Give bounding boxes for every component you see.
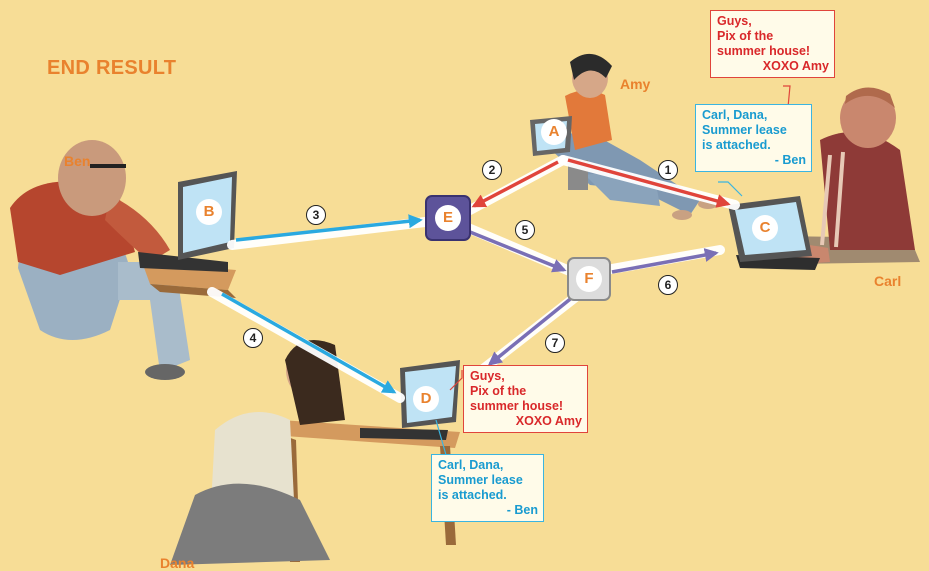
node-label-a: A [548, 123, 560, 140]
message-line: summer house! [717, 44, 811, 58]
node-label-c: C [759, 219, 771, 236]
message-line: summer house! [470, 399, 564, 413]
node-label-d: D [420, 390, 432, 407]
person-name-dana: Dana [160, 555, 195, 571]
step-number-3: 3 [306, 205, 326, 225]
message-line: Carl, Dana, [438, 458, 504, 472]
person-name-ben: Ben [64, 153, 91, 169]
dana-illustration [170, 340, 460, 565]
ben-illustration [10, 140, 237, 380]
message-line: is attached. [438, 488, 507, 502]
arrow-1-amy-to-carl [567, 158, 731, 208]
person-name-carl: Carl [874, 273, 902, 289]
message-signature: - Ben [774, 153, 806, 167]
step-number-7: 7 [545, 333, 565, 353]
arrow-5-e-to-f [469, 230, 567, 273]
step-number-6: 6 [658, 275, 678, 295]
message-signature: - Ben [506, 503, 538, 517]
message-line: Pix of the [470, 384, 527, 398]
node-label-f: F [584, 270, 594, 287]
message-line: Carl, Dana, [702, 108, 768, 122]
person-name-amy: Amy [620, 76, 651, 92]
arrow-2-amy-to-e [471, 160, 559, 208]
arrow-3-ben-to-e [235, 214, 423, 242]
message-line: Summer lease [438, 473, 523, 487]
node-label-e: E [442, 209, 453, 226]
step-number-4: 4 [243, 328, 263, 348]
ben-message-note-carl: Carl, Dana, Summer lease is attached. - … [695, 104, 812, 172]
message-line: Pix of the [717, 29, 774, 43]
message-signature: XOXO Amy [515, 414, 582, 428]
step-number-2: 2 [482, 160, 502, 180]
message-line: Guys, [470, 369, 505, 383]
amy-message-note-dana: Guys, Pix of the summer house! XOXO Amy [463, 365, 588, 433]
arrow-7-f-to-dana [487, 294, 576, 366]
message-line: is attached. [702, 138, 771, 152]
step-number-5: 5 [515, 220, 535, 240]
node-label-b: B [203, 203, 215, 220]
step-number-1: 1 [658, 160, 678, 180]
message-line: Summer lease [702, 123, 787, 137]
arrow-6-f-to-carl [611, 248, 719, 274]
page-title: END RESULT [47, 57, 177, 79]
ben-message-note-dana: Carl, Dana, Summer lease is attached. - … [431, 454, 544, 522]
message-line: Guys, [717, 14, 752, 28]
arrow-4-ben-to-dana [221, 292, 397, 394]
amy-message-note-carl: Guys, Pix of the summer house! XOXO Amy [710, 10, 835, 78]
message-signature: XOXO Amy [762, 59, 829, 73]
